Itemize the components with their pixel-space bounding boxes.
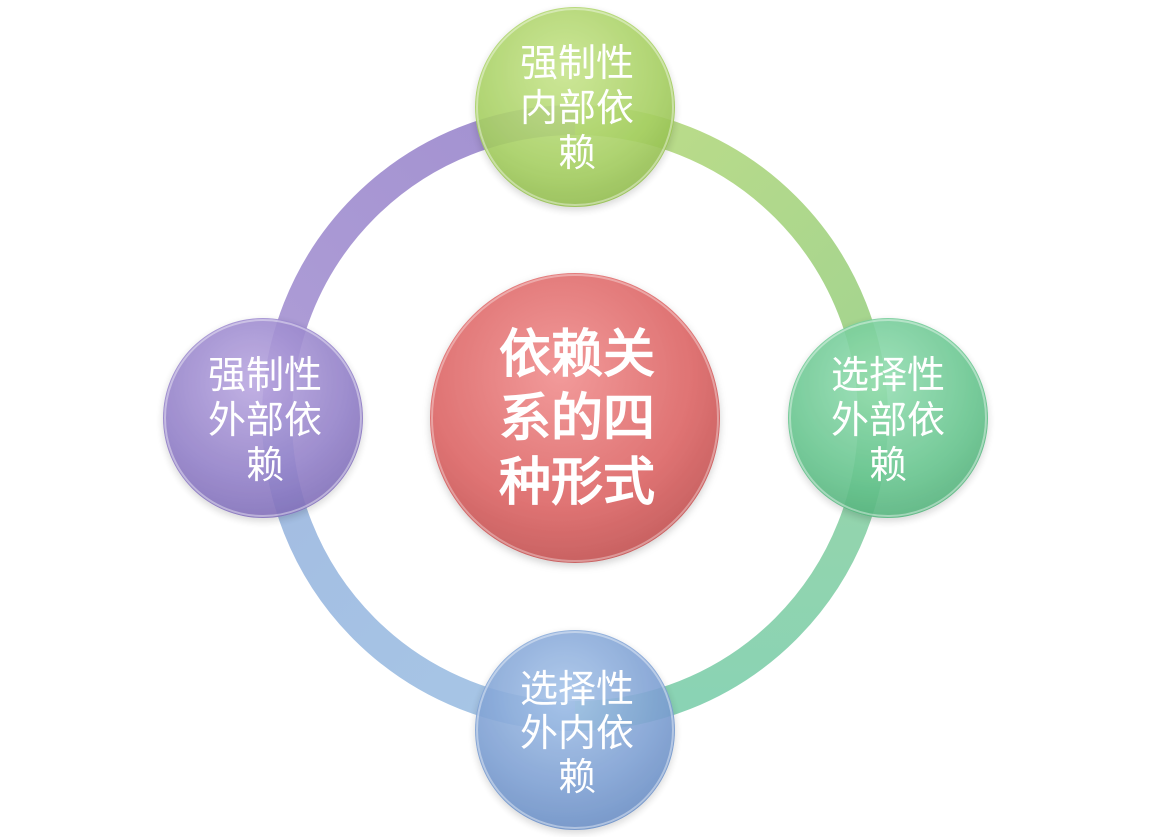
node-top-line-3: 赖: [558, 131, 596, 175]
node-top-line-1: 强制性: [520, 41, 634, 85]
node-right-line-2: 外部依: [831, 398, 945, 442]
center-circle: [430, 273, 720, 563]
node-right-circle: [788, 318, 988, 518]
node-bottom-rim: [476, 631, 674, 829]
center-node: 依赖关 系的四 种形式: [430, 273, 720, 563]
node-right-line-1: 选择性: [831, 353, 945, 397]
node-top-rim: [476, 8, 674, 206]
node-top-line-2: 内部依: [520, 86, 634, 130]
node-bottom-circle: [475, 630, 675, 830]
center-line-2: 系的四: [499, 389, 655, 449]
center-line-3: 种形式: [499, 453, 655, 513]
node-bottom-line-2: 外内依: [520, 711, 634, 755]
node-left-circle: [163, 318, 363, 518]
center-circle-rim: [431, 274, 719, 562]
node-right-line-3: 赖: [869, 443, 907, 487]
node-bottom-line-1: 选择性: [520, 667, 634, 711]
node-left-line-1: 强制性: [208, 353, 322, 397]
node-left-line-2: 外部依: [208, 398, 322, 442]
node-left-rim: [164, 319, 362, 517]
node-right-rim: [789, 319, 987, 517]
node-bottom: 选择性 外内依 赖: [475, 630, 675, 830]
node-left-line-3: 赖: [246, 443, 284, 487]
node-right: 选择性 外部依 赖: [788, 318, 988, 518]
node-left: 强制性 外部依 赖: [163, 318, 363, 518]
node-top: 强制性 内部依 赖: [475, 7, 675, 207]
center-line-1: 依赖关: [499, 325, 655, 385]
node-top-circle: [475, 7, 675, 207]
node-bottom-line-3: 赖: [558, 755, 596, 799]
